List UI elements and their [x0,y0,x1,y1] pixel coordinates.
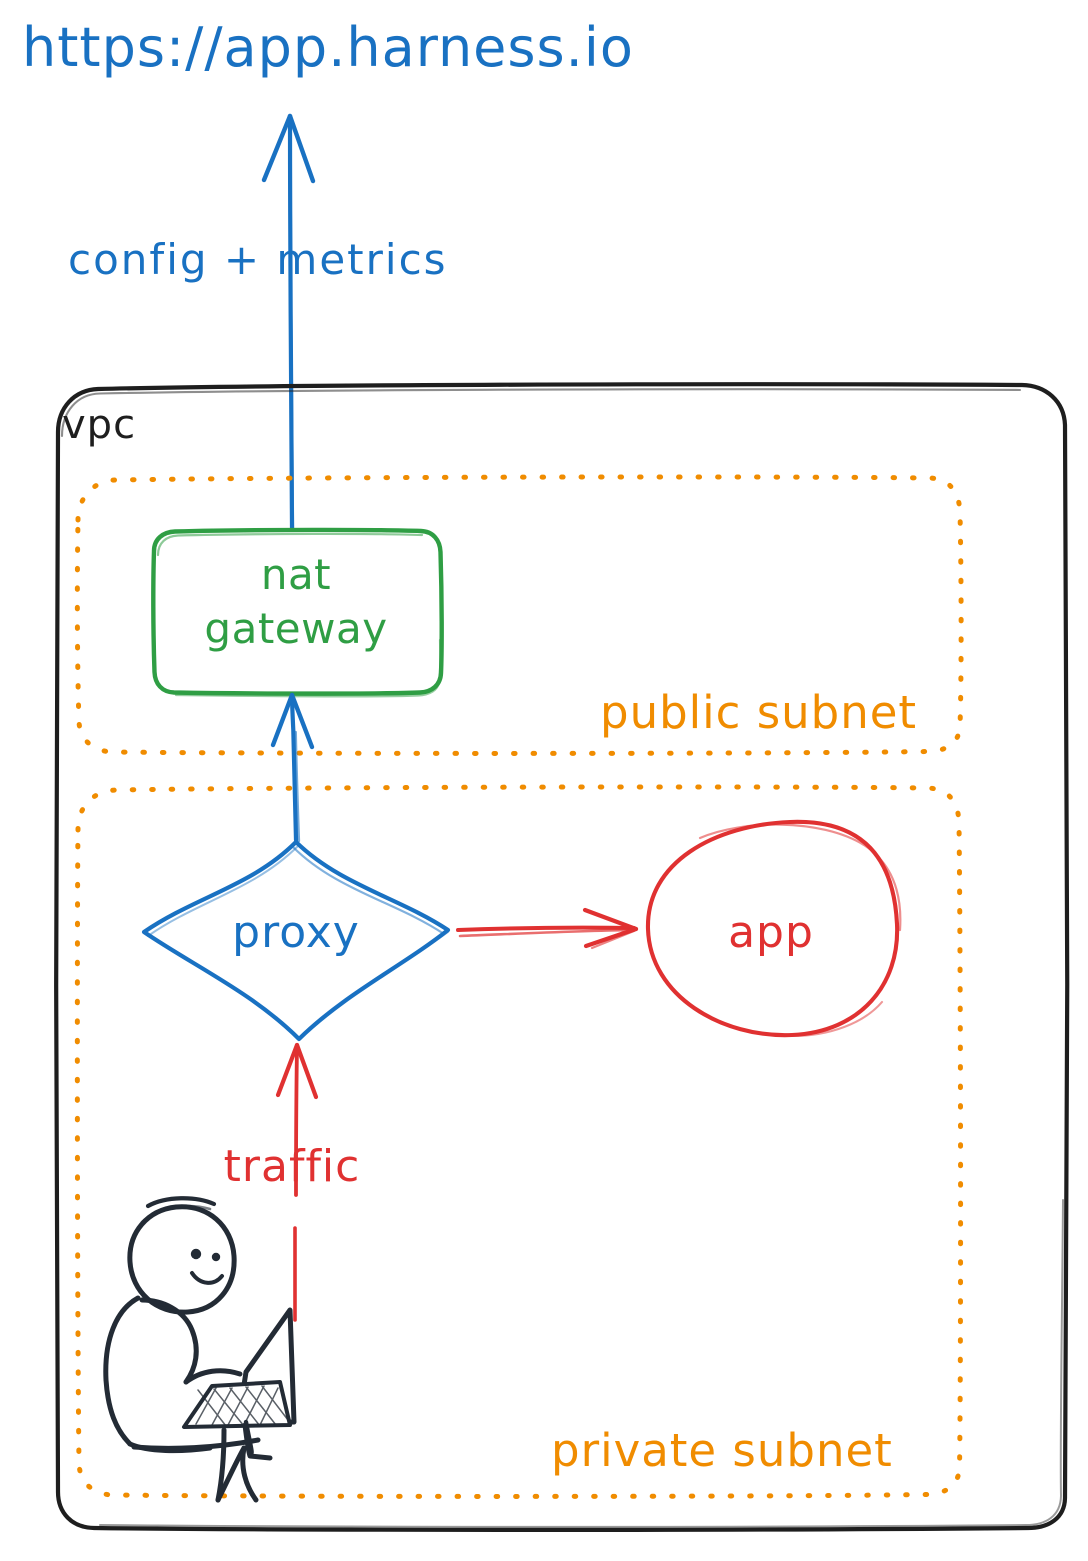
node-user-person-with-laptop [103,1196,297,1503]
container-vpc [54,382,1070,1532]
node-app[interactable] [645,819,902,1038]
edge-proxy-to-natgw [270,692,315,843]
edge-natgw-to-internet [261,113,316,532]
edge-proxy-to-app [456,907,639,950]
node-nat-gateway[interactable] [151,527,444,698]
node-proxy[interactable] [141,839,451,1042]
container-private-subnet [74,784,964,1499]
edge-user-to-proxy [275,1042,319,1322]
container-public-subnet [74,474,964,756]
